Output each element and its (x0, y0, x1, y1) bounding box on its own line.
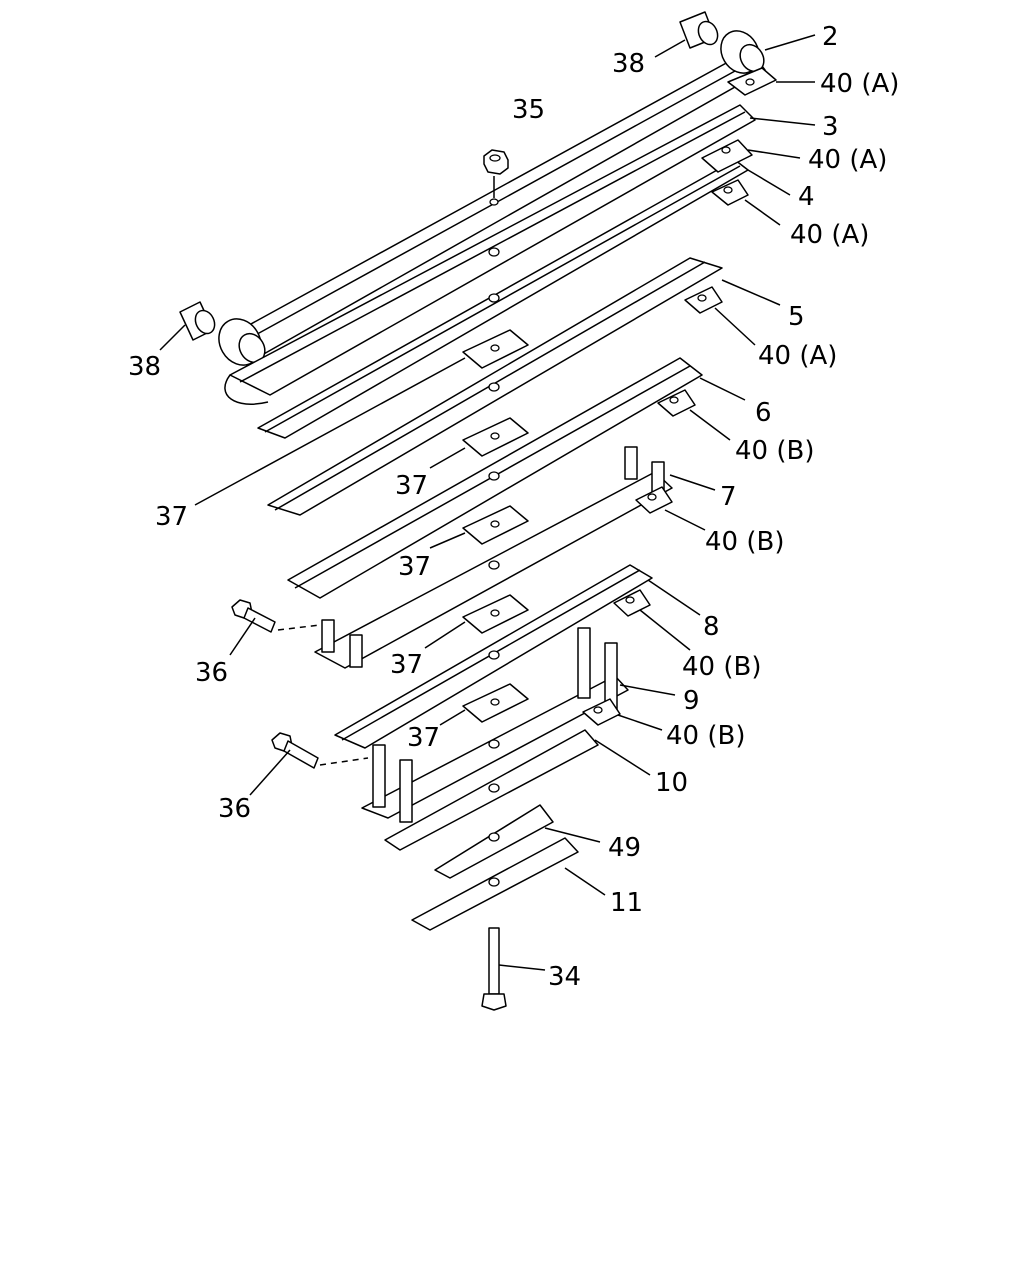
callout-40a-4: 40 (A) (758, 341, 837, 371)
center-bolt-holes (488, 247, 500, 887)
bushing-38-left (179, 301, 216, 341)
callout-40b-2: 40 (B) (705, 527, 784, 557)
bolt-36-lower (271, 732, 369, 769)
callout-36-2: 36 (218, 794, 251, 824)
callout-3: 3 (822, 112, 839, 142)
callout-37-5: 37 (407, 723, 440, 753)
callout-9: 9 (683, 686, 700, 716)
callout-38-top: 38 (612, 49, 645, 79)
callout-37-3: 37 (398, 552, 431, 582)
callout-10: 10 (655, 768, 688, 798)
callout-8: 8 (703, 612, 720, 642)
bolt-36-upper (231, 599, 321, 633)
callout-37-1: 37 (395, 471, 428, 501)
callout-36-1: 36 (195, 658, 228, 688)
callout-40b-1: 40 (B) (735, 436, 814, 466)
main-leaf-2 (218, 30, 766, 366)
callout-11: 11 (610, 888, 643, 918)
callout-40a-3: 40 (A) (790, 220, 869, 250)
callout-40a-1: 40 (A) (820, 69, 899, 99)
callout-40a-2: 40 (A) (808, 145, 887, 175)
pads-40 (582, 67, 777, 726)
callout-37-2: 37 (155, 502, 188, 532)
center-bolt-34 (481, 927, 507, 1011)
liners-37 (462, 329, 529, 723)
callout-40b-3: 40 (B) (682, 652, 761, 682)
callout-labels: 2 38 40 (A) 35 3 40 (A) 4 40 (A) 5 40 (A… (128, 22, 899, 992)
callout-38-left: 38 (128, 352, 161, 382)
callout-7: 7 (720, 482, 737, 512)
callout-2: 2 (822, 22, 839, 52)
callout-35: 35 (512, 95, 545, 125)
callout-49: 49 (608, 833, 641, 863)
leaf-7 (314, 446, 673, 669)
callout-34: 34 (548, 962, 581, 992)
nut-35 (483, 149, 509, 206)
bushing-38-top (679, 11, 719, 49)
callout-6: 6 (755, 398, 772, 428)
callout-37-4: 37 (390, 650, 423, 680)
callout-5: 5 (788, 302, 805, 332)
callout-4: 4 (798, 182, 815, 212)
leader-lines (159, 34, 816, 971)
callout-40b-4: 40 (B) (666, 721, 745, 751)
